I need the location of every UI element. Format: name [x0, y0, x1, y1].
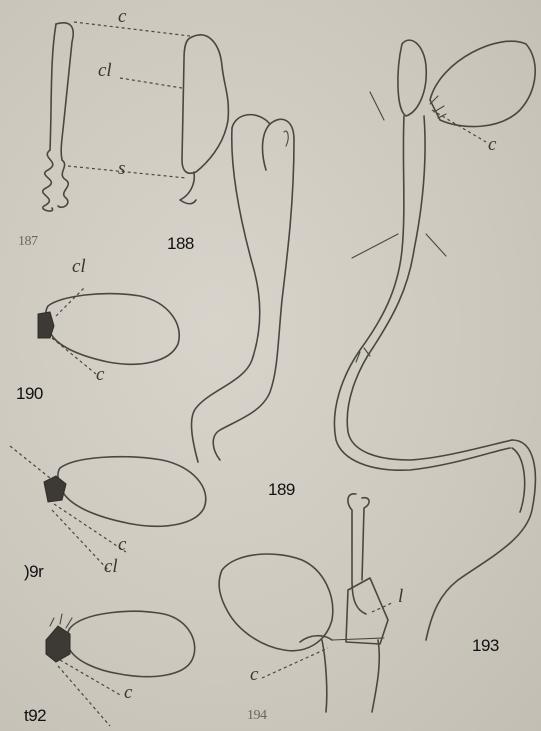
- fig187-label-c: c: [118, 6, 126, 28]
- figure-191-drawing: [44, 457, 206, 527]
- fig193-label-c: c: [488, 134, 496, 156]
- fig191-cl-leader: [52, 510, 110, 572]
- fig192-second-leader: [58, 666, 110, 726]
- fig187-c-leader: [74, 22, 190, 36]
- fig190-label-c: c: [96, 364, 104, 386]
- fig194-l-leader: [372, 602, 394, 612]
- figure-number-194: 194: [247, 708, 267, 724]
- figure-194-drawing: [219, 494, 388, 712]
- fig187-cl-leader: [120, 78, 182, 88]
- figure-190-drawing: [38, 294, 179, 365]
- fig187-s-leader: [68, 166, 186, 178]
- figure-number-188: 188: [167, 234, 194, 254]
- figure-number-190: 190: [16, 384, 43, 404]
- fig194-label-l: l: [398, 586, 403, 608]
- fig187-label-cl: cl: [98, 60, 112, 82]
- fig190-cl-leader: [56, 288, 84, 316]
- figure-188-drawing: [180, 35, 228, 204]
- fig191-c-leader: [54, 504, 126, 552]
- figure-number-192: t92: [24, 706, 46, 726]
- figure-193-drawing: [334, 40, 535, 640]
- fig194-label-c: c: [250, 664, 258, 686]
- figure-number-189: 189: [268, 480, 295, 500]
- fig187-label-s: s: [118, 158, 125, 180]
- figure-number-191: )9r: [24, 562, 43, 582]
- figure-number-187: 187: [18, 234, 38, 250]
- fig192-label-c: c: [124, 682, 132, 704]
- fig190-label-cl: cl: [72, 256, 86, 278]
- fig191-arrow-leader: [10, 446, 50, 478]
- fig191-label-c: c: [118, 534, 126, 556]
- figure-189-drawing: [192, 115, 294, 462]
- fig191-label-cl: cl: [104, 556, 118, 578]
- fig194-c-leader: [262, 648, 328, 678]
- figure-192-drawing: [46, 611, 195, 676]
- fig190-c-leader: [52, 338, 96, 374]
- figure-number-193: 193: [472, 636, 499, 656]
- figure-187-drawing: [43, 23, 73, 211]
